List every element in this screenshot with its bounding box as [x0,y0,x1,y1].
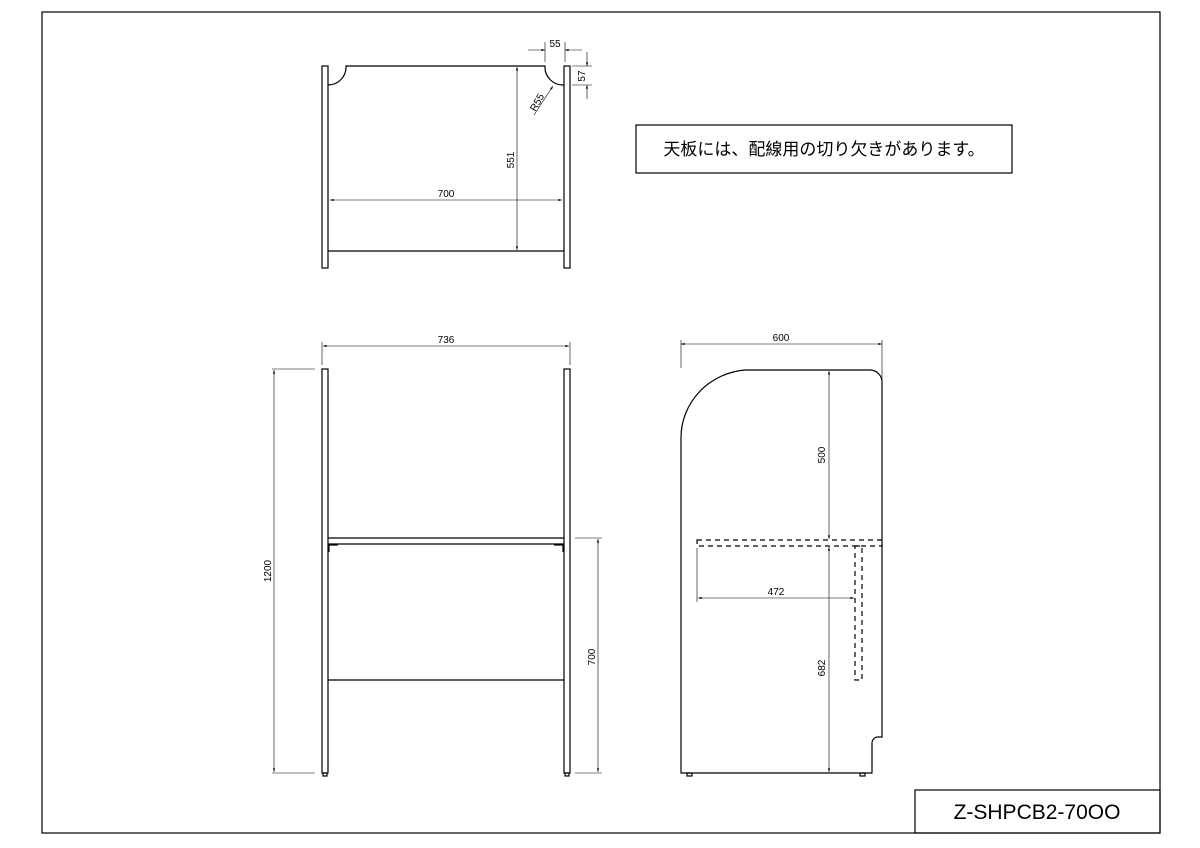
dim-side-depth: 600 [773,333,790,344]
dim-lower-height: 682 [817,659,828,676]
note-box: 天板には、配線用の切り欠きがあります。 [635,124,1013,174]
dim-upper-height: 500 [817,446,828,463]
note-text: 天板には、配線用の切り欠きがあります。 [663,140,984,160]
side-view: 600 500 682 472 [680,333,883,777]
model-number: Z-SHPCB2-70OO [954,801,1121,824]
dim-notch-width: 55 [549,39,561,50]
dim-shelf-height: 700 [587,648,598,665]
dim-shelf-depth: 472 [768,587,785,598]
dim-notch-radius: R55 [528,92,547,114]
top-view: 700 551 55 57 R55 [321,39,592,269]
dim-top-depth: 551 [506,151,517,168]
dim-notch-depth: 57 [577,70,588,82]
front-view: 736 1200 700 [263,335,602,777]
dim-front-width: 736 [438,335,455,346]
dim-front-height: 1200 [263,559,274,582]
dim-top-width: 700 [438,189,455,200]
title-block: Z-SHPCB2-70OO [914,789,1161,834]
drawing-border [41,11,1161,834]
